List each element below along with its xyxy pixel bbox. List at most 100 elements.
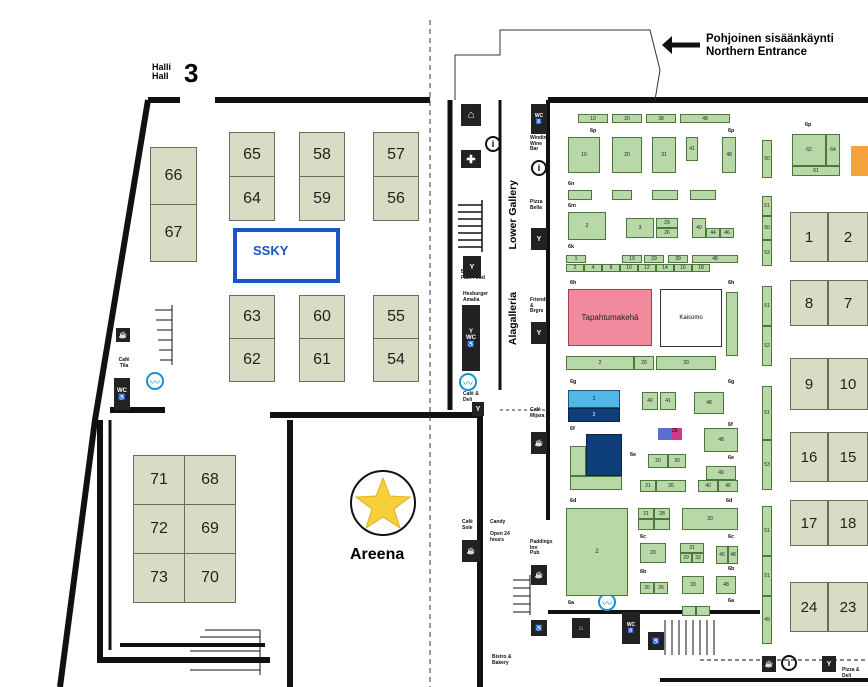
booth-71[interactable]: 71 — [133, 455, 185, 505]
booth-6n-1[interactable] — [568, 190, 592, 200]
booth-right-col[interactable] — [726, 292, 738, 356]
booth-9[interactable]: 9 — [790, 358, 828, 410]
booth-r2[interactable]: 2 — [566, 264, 584, 272]
booth-b33[interactable]: 33 — [682, 576, 704, 594]
booth-62[interactable]: 62 — [229, 338, 275, 382]
booth-d28b[interactable] — [654, 519, 670, 530]
booth-s51[interactable]: 51 — [762, 196, 772, 216]
booth-d2[interactable]: 2 — [566, 508, 628, 596]
booth-g10-top[interactable]: 10 — [578, 114, 608, 123]
booth-d28[interactable]: 28 — [654, 508, 670, 519]
booth-d30[interactable]: 30 — [682, 508, 738, 530]
booth-f26[interactable]: 26 — [656, 480, 686, 492]
booth-b20[interactable]: 20 — [640, 582, 654, 594]
booth-b48[interactable]: 48 — [716, 576, 736, 594]
booth-2[interactable]: 2 — [828, 212, 868, 262]
booth-60[interactable]: 60 — [299, 295, 345, 339]
booth-g10[interactable]: 10 — [568, 137, 600, 173]
booth-s50b[interactable]: 50 — [762, 216, 772, 240]
booth-24[interactable]: 24 — [790, 582, 828, 632]
booth-f-bottom[interactable] — [570, 476, 622, 490]
booth-s51c[interactable]: 51 — [762, 386, 772, 440]
booth-57[interactable]: 57 — [373, 132, 419, 177]
booth-6n-2[interactable] — [612, 190, 632, 200]
wc-top-icon[interactable]: WC♿ — [531, 104, 547, 134]
booth-f40[interactable]: 40 — [698, 480, 718, 492]
booth-r4[interactable]: 4 — [584, 264, 602, 272]
booth-r48[interactable]: 48 — [692, 255, 738, 263]
booth-58[interactable]: 58 — [299, 132, 345, 177]
booth-f46[interactable]: 46 — [718, 480, 738, 492]
booth-s51e[interactable]: 51 — [762, 556, 772, 596]
info-icon[interactable]: i — [485, 136, 501, 152]
booth-d31[interactable]: 31 — [680, 543, 704, 553]
booth-h20[interactable]: 20 — [634, 356, 654, 370]
booth-g41[interactable]: 41 — [660, 392, 676, 410]
booth-15[interactable]: 15 — [828, 432, 868, 482]
booth-r19[interactable]: 19 — [622, 255, 642, 263]
booth-g40[interactable]: 40 — [642, 392, 658, 410]
wc-bottom-icon[interactable]: ♿ — [531, 620, 547, 636]
booth-r8[interactable]: 8 — [602, 264, 620, 272]
booth-f-left[interactable] — [570, 446, 586, 476]
booth-59[interactable]: 59 — [299, 176, 345, 221]
booth-6m-2[interactable]: 2 — [568, 212, 606, 240]
booth-d20[interactable] — [638, 519, 654, 530]
booth-purple[interactable] — [658, 428, 672, 440]
booth-dark-blue[interactable] — [586, 434, 622, 476]
booth-h2[interactable]: 2 — [566, 356, 634, 370]
booth-s52[interactable]: 52 — [762, 326, 772, 366]
booth-6n-3[interactable] — [652, 190, 678, 200]
booth-66[interactable]: 66 — [150, 147, 197, 205]
booth-72[interactable]: 72 — [133, 504, 185, 554]
booth-61[interactable]: 61 — [299, 338, 345, 382]
wc-right-icon[interactable]: WC♿ — [622, 612, 640, 644]
booth-p61[interactable]: 61 — [792, 166, 840, 176]
booth-g31[interactable]: 31 — [652, 137, 676, 173]
booth-g20-top[interactable]: 20 — [612, 114, 642, 123]
booth-17[interactable]: 17 — [790, 500, 828, 546]
booth-blue-2[interactable]: 2 — [568, 408, 620, 422]
booth-f30[interactable]: 30 — [668, 454, 686, 468]
booth-1[interactable]: 1 — [790, 212, 828, 262]
booth-6m-26[interactable]: 26 — [656, 228, 678, 238]
booth-10[interactable]: 10 — [828, 358, 868, 410]
booth-6m-3[interactable]: 3 — [626, 218, 654, 238]
booth-73[interactable]: 73 — [133, 553, 185, 603]
booth-d21[interactable]: 21 — [638, 508, 654, 519]
booth-70[interactable]: 70 — [184, 553, 236, 603]
booth-68[interactable]: 68 — [184, 455, 236, 505]
booth-d20b[interactable]: 20 — [640, 543, 666, 563]
booth-g48-top[interactable]: 48 — [680, 114, 730, 123]
info-icon-3[interactable]: i — [781, 655, 797, 671]
booth-s51d[interactable]: 51 — [762, 506, 772, 556]
booth-g48b[interactable]: 48 — [722, 137, 736, 173]
booth-7[interactable]: 7 — [828, 280, 868, 326]
booth-f21[interactable]: 21 — [640, 480, 656, 492]
booth-g20[interactable]: 20 — [612, 137, 642, 173]
booth-blue-1[interactable]: 1 — [568, 390, 620, 408]
booth-f20[interactable]: 20 — [648, 454, 668, 468]
booth-r16[interactable]: 16 — [674, 264, 692, 272]
booth-d29[interactable]: 29 — [680, 553, 692, 563]
wc-icon[interactable]: WC♿ — [114, 378, 130, 410]
booth-64[interactable]: 64 — [229, 176, 275, 221]
booth-r14[interactable]: 14 — [656, 264, 674, 272]
booth-d48[interactable]: 48 — [728, 546, 738, 564]
booth-s53[interactable]: 53 — [762, 240, 772, 266]
booth-f49[interactable]: 49 — [706, 466, 736, 480]
booth-s50[interactable]: 50 — [762, 140, 772, 178]
booth-6m-40[interactable]: 40 — [692, 218, 706, 238]
booth-18[interactable]: 18 — [828, 500, 868, 546]
booth-p64[interactable]: 64 — [826, 134, 840, 166]
booth-pink[interactable]: 25 — [672, 428, 682, 440]
booth-65[interactable]: 65 — [229, 132, 275, 177]
booth-69[interactable]: 69 — [184, 504, 236, 554]
booth-56[interactable]: 56 — [373, 176, 419, 221]
booth-d32[interactable]: 32 — [692, 553, 704, 563]
booth-h30[interactable]: 30 — [656, 356, 716, 370]
booth-g41[interactable]: 41 — [686, 137, 698, 161]
booth-r10[interactable]: 10 — [620, 264, 638, 272]
event-area-tapahtumakeha[interactable]: Tapahtumakehä — [568, 289, 652, 346]
